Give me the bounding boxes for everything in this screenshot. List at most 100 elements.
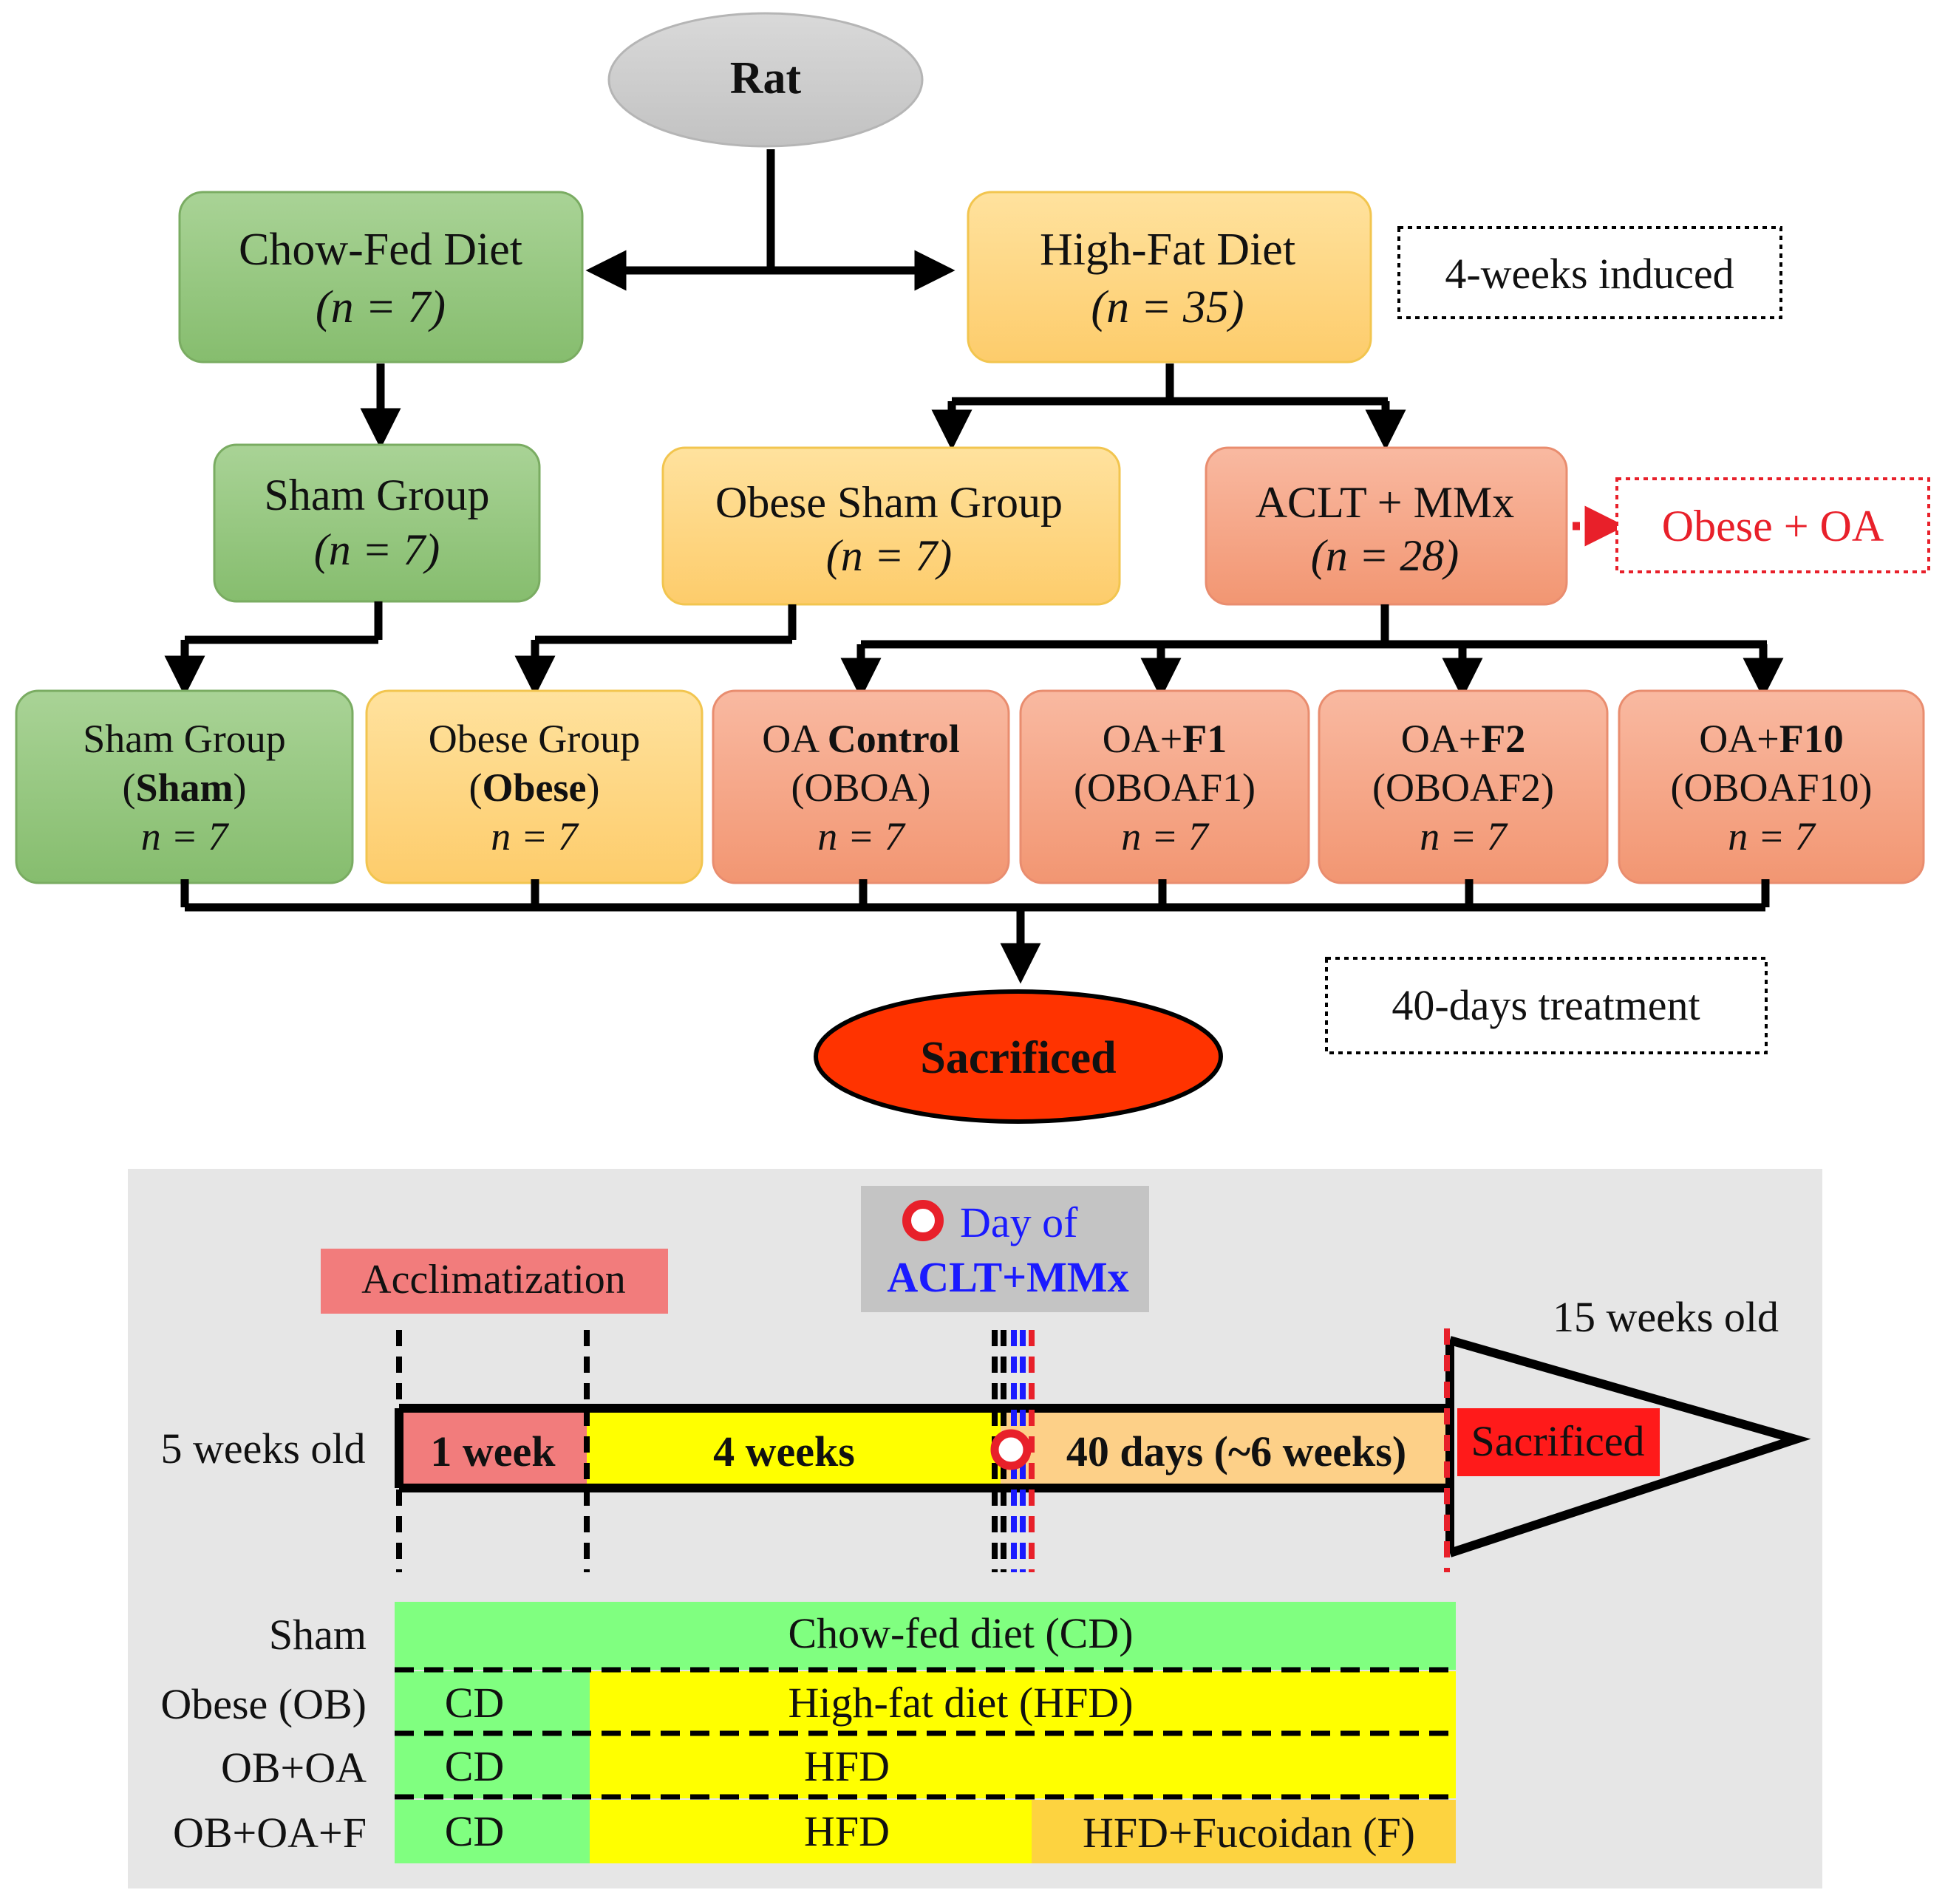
segment-acclimatization xyxy=(399,1408,587,1488)
text-span: Obese xyxy=(483,765,587,810)
root-node xyxy=(607,12,924,148)
final-group-title: Sham Group xyxy=(83,717,285,761)
text-span: Obese Group xyxy=(429,717,640,761)
final-group-oa-control: OA Control(OBOA)n = 7 xyxy=(712,689,1010,884)
obese-sham-n: (n = 7) xyxy=(826,531,952,580)
final-group-oa-f10: OA+F10(OBOAF10)n = 7 xyxy=(1618,689,1925,884)
diet-cell-hfd xyxy=(590,1735,1456,1798)
final-group-box xyxy=(1618,689,1925,884)
induced-note-label: 4-weeks induced xyxy=(1445,250,1734,298)
diet-cell-cd xyxy=(395,1735,590,1798)
diet-cell-label: Chow-fed diet (CD) xyxy=(788,1609,1133,1657)
surgery-name-label: ACLT+MMx xyxy=(887,1253,1128,1301)
hfd-box xyxy=(967,191,1372,364)
sham-group-title: Sham Group xyxy=(265,471,490,519)
text-span: OA+ xyxy=(1401,717,1481,761)
final-group-oa-f2: OA+F2(OBOAF2)n = 7 xyxy=(1318,689,1609,884)
induced-note-box xyxy=(1397,226,1782,319)
final-group-code: (OBOAF10) xyxy=(1670,765,1872,810)
aclt-n: (n = 28) xyxy=(1311,531,1459,580)
segment-induction-label: 4 weeks xyxy=(713,1427,855,1475)
obese-sham-title: Obese Sham Group xyxy=(715,478,1063,527)
final-group-sham: Sham Group(Sham)n = 7 xyxy=(15,689,354,884)
final-group-n: n = 7 xyxy=(141,814,229,859)
hfd-title: High-Fat Diet xyxy=(1040,225,1295,275)
acclimatization-label: Acclimatization xyxy=(361,1257,626,1303)
segment-treatment xyxy=(1001,1408,1448,1488)
final-group-title: OA+F2 xyxy=(1401,717,1525,761)
text-span: (OBOAF2) xyxy=(1372,765,1554,810)
final-group-title: OA Control xyxy=(762,717,960,761)
final-group-box xyxy=(1318,689,1609,884)
final-group-code: (Sham) xyxy=(122,765,246,810)
diet-cell-cd xyxy=(395,1671,590,1736)
hfd-n: (n = 35) xyxy=(1091,282,1244,332)
text-span: F2 xyxy=(1481,717,1525,761)
text-span: Sham xyxy=(135,765,233,810)
diet-cell-hfd-label: High-fat diet (HFD) xyxy=(788,1679,1133,1727)
final-group-code: (OBOAF2) xyxy=(1372,765,1554,810)
timeline-markers xyxy=(396,1328,1450,1572)
sacrificed-node xyxy=(814,989,1223,1124)
diet-cell-chow xyxy=(395,1602,1456,1670)
aclt-split-connector xyxy=(840,604,1784,699)
aclt-title: ACLT + MMx xyxy=(1256,478,1515,527)
final-group-n: n = 7 xyxy=(1121,814,1209,859)
final-group-n: n = 7 xyxy=(817,814,905,859)
segment-treatment-label: 40 days (~6 weeks) xyxy=(1066,1427,1406,1475)
segment-acclimatization-label: 1 week xyxy=(430,1427,556,1475)
sacrificed-label: Sacrificed xyxy=(920,1033,1116,1083)
segment-sacrifice-label: Sacrificed xyxy=(1471,1417,1644,1465)
end-age-label: 15 weeks old xyxy=(1553,1293,1779,1341)
final-group-obese: Obese Group(Obese)n = 7 xyxy=(365,689,704,884)
chow-diet-n: (n = 7) xyxy=(316,282,446,332)
sham-group-n: (n = 7) xyxy=(314,525,440,574)
root-label: Rat xyxy=(730,53,802,103)
final-group-title: OA+F1 xyxy=(1103,717,1227,761)
diet-cell-cd-label: CD xyxy=(445,1807,505,1855)
diet-cell-cd xyxy=(395,1800,590,1863)
segment-induction xyxy=(587,1408,1001,1488)
segment-sacrifice xyxy=(1457,1408,1660,1476)
diet-cell-hfd xyxy=(590,1671,1456,1736)
surgery-marker-icon xyxy=(902,1200,944,1241)
sham-group-box xyxy=(213,443,541,603)
diet-row-label: Obese (OB) xyxy=(160,1680,367,1728)
hfd-split-connector xyxy=(931,364,1406,451)
text-span: (OBOAF1) xyxy=(1074,765,1256,810)
root-connector xyxy=(585,149,956,291)
final-group-title: OA+F10 xyxy=(1699,717,1843,761)
text-span: ( xyxy=(469,765,483,810)
text-span: OA xyxy=(762,717,828,761)
sacrifice-bracket xyxy=(180,879,1770,984)
obese-oa-note-label: Obese + OA xyxy=(1662,502,1884,550)
start-age-label: 5 weeks old xyxy=(160,1424,365,1473)
diet-cell-fucoidan xyxy=(1032,1800,1456,1863)
chow-diet-title: Chow-Fed Diet xyxy=(239,225,522,275)
sham-to-final-connector xyxy=(164,601,383,697)
surgery-day-label: Day of xyxy=(960,1198,1078,1246)
text-span: F10 xyxy=(1779,717,1844,761)
diet-cell-hfd-label: HFD xyxy=(804,1807,890,1855)
final-group-code: (OBOAF1) xyxy=(1074,765,1256,810)
diet-cell-cd-label: CD xyxy=(445,1679,505,1727)
diet-row-sham: Chow-fed diet (CD)Sham xyxy=(269,1602,1456,1670)
text-span: ) xyxy=(587,765,600,810)
diet-cell-hfd xyxy=(590,1800,1032,1863)
obese-oa-note-box xyxy=(1615,477,1930,573)
diet-cell-cd-label: CD xyxy=(445,1742,505,1790)
diet-row-label: OB+OA+F xyxy=(173,1809,367,1857)
text-span: OA+ xyxy=(1103,717,1182,761)
diet-cell-fucoidan-label: HFD+Fucoidan (F) xyxy=(1083,1809,1415,1857)
text-span: Sham Group xyxy=(83,717,285,761)
diet-row-ob-oa-f: HFD+Fucoidan (F) CD HFD OB+OA+F xyxy=(173,1800,1456,1863)
final-group-code: (OBOA) xyxy=(791,765,931,810)
final-group-code: (Obese) xyxy=(469,765,600,810)
obese-sham-to-final-connector xyxy=(514,604,797,697)
final-group-n: n = 7 xyxy=(1420,814,1508,859)
text-span: OA+ xyxy=(1699,717,1779,761)
